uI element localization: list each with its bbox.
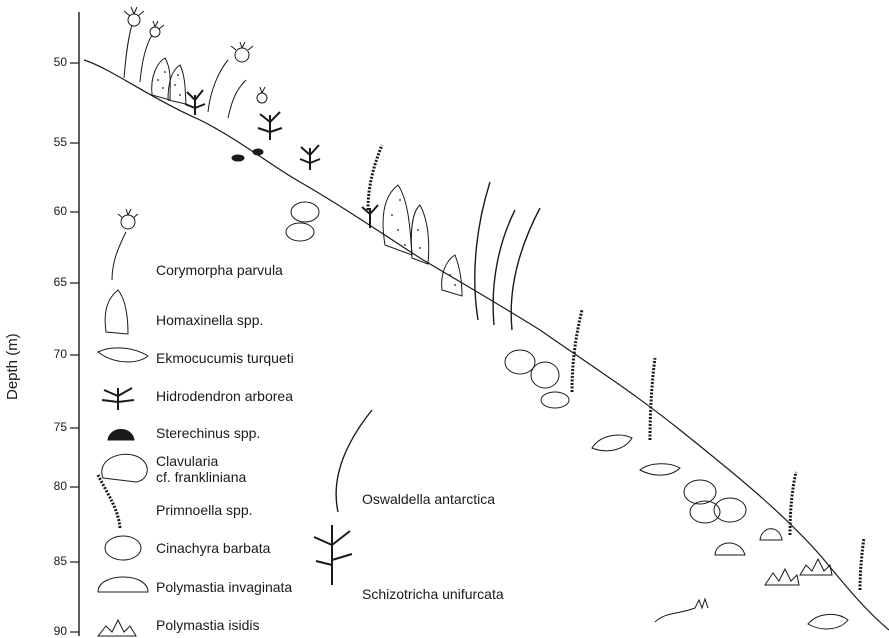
cinachyra-icon — [105, 536, 141, 560]
legend-label-corymorpha: Corymorpha parvula — [156, 262, 283, 278]
cinachyra-cluster — [286, 202, 746, 523]
depth-tick-75: 75 — [37, 420, 67, 434]
legend-label-ekmocucumis: Ekmocucumis turqueti — [156, 350, 294, 366]
homaxinella-icon — [105, 290, 128, 334]
depth-axis-title: Depth (m) — [4, 333, 21, 400]
legend-label-cinachyra: Cinachyra barbata — [156, 540, 270, 556]
homaxinella-dots — [157, 71, 456, 286]
sterechinus-icon — [108, 430, 134, 441]
polymastia-isidis-icon — [98, 620, 136, 636]
depth-tick-60: 60 — [37, 204, 67, 218]
depth-tick-90: 90 — [37, 624, 67, 638]
homaxinella-cluster — [152, 58, 462, 296]
legend-label-hidrodendron: Hidrodendron arborea — [156, 388, 293, 404]
depth-tick-80: 80 — [37, 479, 67, 493]
depth-tick-65: 65 — [37, 275, 67, 289]
legend-label-polymastia-isidis: Polymastia isidis — [156, 617, 259, 633]
label-schizotricha: Schizotricha unifurcata — [362, 586, 504, 602]
legend-label-clavularia-2: cf. frankliniana — [156, 469, 246, 485]
legend-label-clavularia: Clavularia — [156, 453, 218, 469]
depth-tick-70: 70 — [37, 347, 67, 361]
legend-label-primnoella: Primnoella spp. — [156, 502, 253, 518]
hidrodendron-icon — [102, 388, 134, 410]
corymorpha-icon — [112, 232, 126, 280]
sterechinus-cluster — [232, 149, 263, 161]
depth-tick-85: 85 — [37, 554, 67, 568]
legend-label-homaxinella: Homaxinella spp. — [156, 312, 263, 328]
legend-label-sterechinus: Sterechinus spp. — [156, 425, 260, 441]
label-oswaldella: Oswaldella antarctica — [362, 491, 495, 507]
polymastia-cluster — [715, 529, 832, 585]
legend-label-polymastia-invaginata: Polymastia invaginata — [156, 579, 292, 595]
hidrodendron-cluster — [185, 90, 378, 228]
ekmocucumis-cluster — [592, 435, 848, 629]
primnoella-cluster — [368, 145, 864, 590]
schizotricha-bottom — [655, 599, 708, 622]
depth-tick-50: 50 — [37, 55, 67, 69]
depth-tick-55: 55 — [37, 135, 67, 149]
primnoella-icon — [98, 475, 120, 528]
oswaldella-cluster — [475, 182, 540, 330]
schizotricha-icon — [314, 525, 352, 585]
depth-axis-ticks — [70, 63, 79, 632]
ekmocucumis-icon — [98, 348, 148, 362]
clavularia-icon — [102, 454, 148, 482]
polymastia-invaginata-icon — [98, 577, 148, 592]
